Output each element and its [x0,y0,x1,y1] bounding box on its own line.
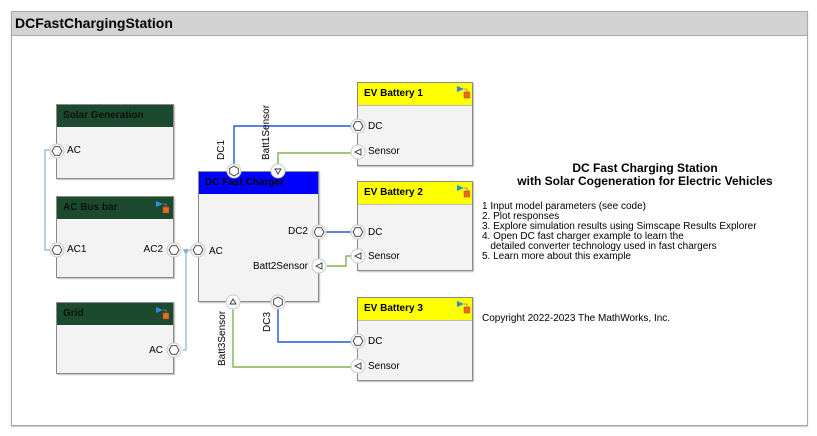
port-ev3-sensor[interactable] [350,358,366,374]
port-busbar-ac2[interactable] [166,242,182,258]
annotation-list: 1 Input model parameters (see code) 2. P… [482,202,757,262]
line-batt1-to-ev1[interactable] [277,152,353,165]
port-label-dc2: DC2 [287,226,308,237]
block-title: EV Battery 2 [358,182,472,205]
port-charger-dc2[interactable] [311,224,327,240]
junction-dot [183,248,189,254]
line-batt2-to-ev2[interactable] [327,255,353,267]
port-label-dc: DC [368,227,383,238]
block-title: DC Fast Charger [199,172,318,194]
subsystem-link-icon [457,185,470,198]
line-dc3-to-ev3[interactable] [277,303,353,343]
subsystem-link-icon [457,301,470,314]
port-label-sensor: Sensor [368,361,400,372]
port-label-dc: DC [368,121,383,132]
block-title: Grid [57,303,173,325]
port-busbar-ac1[interactable] [49,242,65,258]
line-batt3-to-ev3[interactable] [232,303,353,368]
port-solar-ac[interactable] [49,143,65,159]
port-charger-dc3[interactable] [270,294,286,310]
link-plot-responses[interactable]: 2. Plot responses [482,211,560,222]
block-title: AC Bus bar [57,197,173,219]
annotation-title: DC Fast Charging Station with Solar Coge… [495,162,795,188]
block-title: EV Battery 1 [358,83,472,106]
block-ev-battery-3[interactable]: EV Battery 3 DC Sensor [357,297,473,381]
port-grid-ac[interactable] [166,342,182,358]
port-charger-dc1[interactable] [226,163,242,179]
block-ev-battery-2[interactable]: EV Battery 2 DC Sensor [357,181,473,271]
port-label-ac: AC [67,145,81,156]
port-label-sensor: Sensor [368,251,400,262]
link-open-charger-example-cont[interactable]: detailed converter technology used in fa… [482,241,717,252]
block-ev-battery-1[interactable]: EV Battery 1 DC Sensor [357,82,473,166]
port-ev2-dc[interactable] [350,224,366,240]
port-label-sensor: Sensor [368,146,400,157]
port-ev2-sensor[interactable] [350,248,366,264]
annotation-title-line-1: DC Fast Charging Station [572,161,718,175]
link-open-charger-example[interactable]: 4. Open DC fast charger example to learn… [482,231,684,242]
block-grid[interactable]: Grid AC [56,302,174,374]
port-label-ac: AC [209,246,223,257]
link-learn-more[interactable]: 5. Learn more about this example [482,251,631,262]
port-label-ac1: AC1 [67,244,87,255]
port-ev3-dc[interactable] [350,333,366,349]
block-ac-bus-bar[interactable]: AC Bus bar AC1 AC2 [56,196,174,278]
model-title: DCFastChargingStation [12,12,807,36]
block-solar-generation[interactable]: Solar Generation AC [56,104,174,179]
port-ev1-sensor[interactable] [350,144,366,160]
line-solar-to-busbar[interactable] [44,149,50,251]
subsystem-link-icon [156,201,169,214]
port-charger-batt2sensor[interactable] [311,258,327,274]
block-title: EV Battery 3 [358,298,472,321]
line-dc1-to-ev1[interactable] [233,125,353,165]
port-charger-ac[interactable] [190,242,206,258]
line-grid-to-junction[interactable] [183,251,187,351]
link-input-parameters[interactable]: 1 Input model parameters (see code) [482,201,646,212]
port-label-dc: DC [368,336,383,347]
port-label-ac2: AC2 [143,244,163,255]
block-title: Solar Generation [57,105,173,127]
port-charger-batt3sensor[interactable] [225,294,241,310]
subsystem-link-icon [156,307,169,320]
annotation-title-line-2: with Solar Cogeneration for Electric Veh… [517,174,773,188]
port-ev1-dc[interactable] [350,118,366,134]
copyright-text: Copyright 2022-2023 The MathWorks, Inc. [482,313,671,324]
port-label-batt2sensor: Batt2Sensor [252,261,308,272]
port-charger-batt1sensor[interactable] [270,163,286,179]
subsystem-link-icon [457,86,470,99]
port-label-ac: AC [149,345,163,356]
link-results-explorer[interactable]: 3. Explore simulation results using Sims… [482,221,757,232]
